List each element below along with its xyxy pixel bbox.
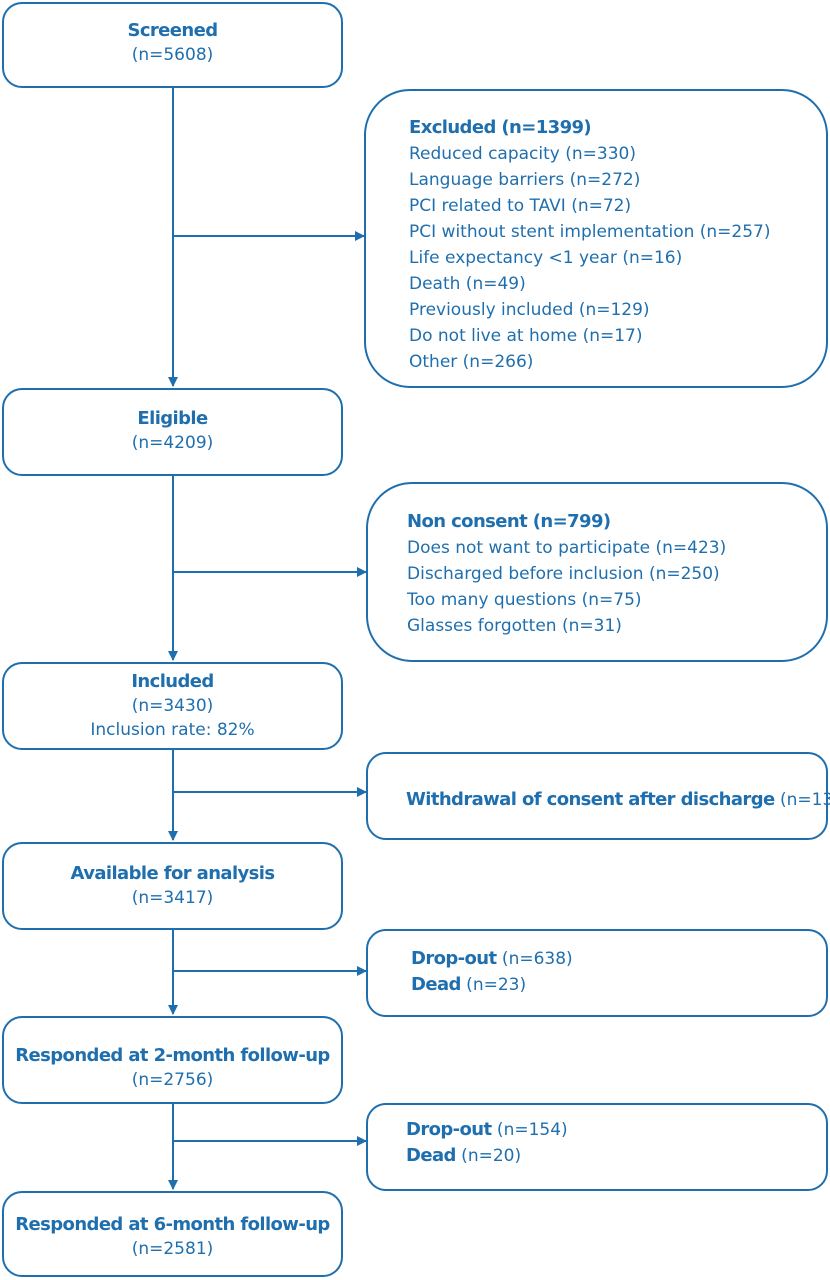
dead-6m-line: Dead (n=20) [406, 1143, 826, 1169]
eligible-box: Eligible (n=4209) [2, 388, 343, 476]
dropout-6m-label: Drop-out [406, 1119, 492, 1140]
dropout-6m-box: Drop-out (n=154) Dead (n=20) [366, 1103, 828, 1191]
eligible-count: (n=4209) [131, 433, 214, 453]
dropout-2m-box: Drop-out (n=638) Dead (n=23) [366, 929, 828, 1017]
screened-title: Screened [127, 20, 218, 41]
excluded-item: Do not live at home (n=17) [409, 326, 643, 346]
screened-box: Screened (n=5608) [2, 2, 343, 88]
withdrawal-text: Withdrawal of consent after discharge (n… [406, 787, 830, 813]
responded-2m-title: Responded at 2-month follow-up [15, 1045, 330, 1066]
excluded-item: Death (n=49) [409, 274, 526, 294]
responded-2m-count: (n=2756) [131, 1070, 214, 1090]
non-consent-title: Non consent (n=799) [407, 511, 611, 532]
excluded-item: PCI without stent implementation (n=257) [409, 222, 771, 242]
responded-2m-box: Responded at 2-month follow-up (n=2756) [2, 1016, 343, 1104]
dead-2m-label: Dead [411, 974, 461, 995]
available-count: (n=3417) [131, 888, 214, 908]
included-title: Included [131, 671, 214, 692]
excluded-item: PCI related to TAVI (n=72) [409, 196, 632, 216]
excluded-item: Reduced capacity (n=330) [409, 144, 636, 164]
non-consent-item: Discharged before inclusion (n=250) [407, 564, 720, 584]
available-box: Available for analysis (n=3417) [2, 842, 343, 930]
excluded-item: Other (n=266) [409, 352, 534, 372]
excluded-item: Language barriers (n=272) [409, 170, 641, 190]
eligible-title: Eligible [137, 408, 208, 429]
withdrawal-box: Withdrawal of consent after discharge (n… [366, 752, 830, 840]
excluded-title: Excluded (n=1399) [409, 117, 592, 138]
non-consent-item: Too many questions (n=75) [407, 590, 642, 610]
dropout-2m-label: Drop-out [411, 948, 497, 969]
dead-6m-count: (n=20) [455, 1146, 522, 1166]
included-box: Included (n=3430) Inclusion rate: 82% [2, 662, 343, 750]
non-consent-item: Does not want to participate (n=423) [407, 538, 727, 558]
responded-6m-title: Responded at 6-month follow-up [15, 1214, 330, 1235]
inclusion-rate: Inclusion rate: 82% [90, 720, 255, 740]
withdrawal-count: (n=13) [779, 790, 830, 810]
excluded-box: Excluded (n=1399) Reduced capacity (n=33… [364, 89, 828, 388]
withdrawal-label: Withdrawal of consent after discharge [406, 789, 775, 810]
screened-count: (n=5608) [131, 45, 214, 65]
dead-2m-line: Dead (n=23) [411, 972, 826, 998]
dead-6m-label: Dead [406, 1145, 456, 1166]
responded-6m-box: Responded at 6-month follow-up (n=2581) [2, 1191, 343, 1277]
excluded-item: Previously included (n=129) [409, 300, 650, 320]
included-count: (n=3430) [131, 696, 214, 716]
non-consent-box: Non consent (n=799) Does not want to par… [366, 482, 828, 662]
dropout-6m-line: Drop-out (n=154) [406, 1117, 826, 1143]
available-title: Available for analysis [70, 863, 276, 884]
dropout-2m-count: (n=638) [496, 949, 573, 969]
dropout-2m-line: Drop-out (n=638) [411, 946, 826, 972]
dropout-6m-count: (n=154) [491, 1120, 568, 1140]
dead-2m-count: (n=23) [460, 975, 527, 995]
non-consent-item: Glasses forgotten (n=31) [407, 616, 622, 636]
responded-6m-count: (n=2581) [131, 1239, 214, 1259]
excluded-item: Life expectancy <1 year (n=16) [409, 248, 683, 268]
